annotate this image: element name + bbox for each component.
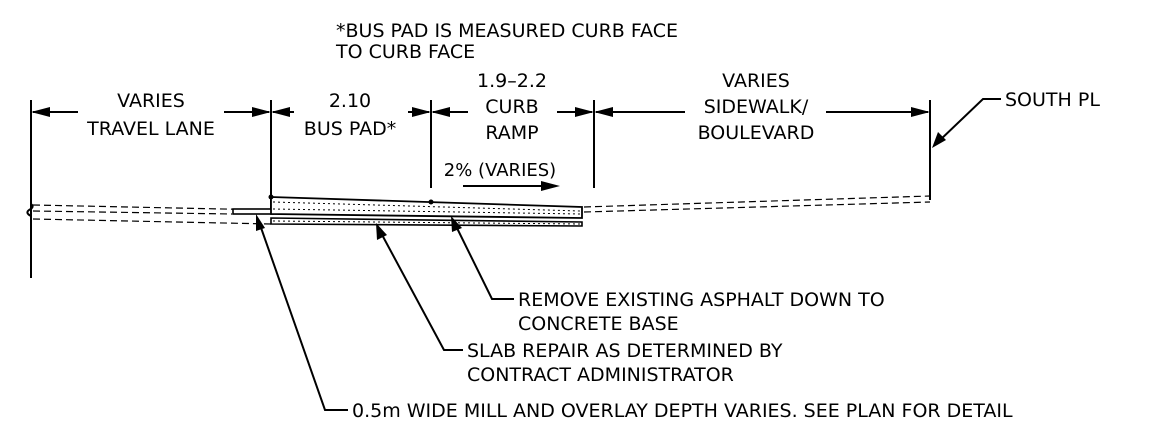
- travel-lane-label: TRAVEL LANE: [86, 118, 215, 140]
- curb-ramp-label-line2: RAMP: [485, 122, 538, 144]
- bus-pad-note-line1: *BUS PAD IS MEASURED CURB FACE: [336, 20, 678, 42]
- slab-repair-callout: SLAB REPAIR AS DETERMINED BY CONTRACT AD…: [376, 223, 783, 386]
- curb-ramp-value: 1.9–2.2: [477, 70, 547, 92]
- travel-lane-value: VARIES: [117, 90, 185, 112]
- road-cross-section: [26, 194, 931, 278]
- sidewalk-value: VARIES: [722, 70, 790, 92]
- mill-overlay-text: 0.5m WIDE MILL AND OVERLAY DEPTH VARIES.…: [352, 400, 1013, 422]
- property-line-label: SOUTH PL: [1005, 89, 1100, 111]
- bus-pad-slab: [270, 196, 583, 219]
- dimension-bus-pad: 2.10 BUS PAD*: [271, 90, 431, 140]
- bus-pad-value: 2.10: [329, 90, 371, 112]
- slab-repair-line1: SLAB REPAIR AS DETERMINED BY: [467, 340, 783, 362]
- dimension-curb-ramp: 1.9–2.2 CURB RAMP: [431, 70, 594, 144]
- mill-overlay-strip: [232, 208, 274, 215]
- remove-asphalt-line1: REMOVE EXISTING ASPHALT DOWN TO: [518, 289, 885, 311]
- sidewalk-label-line1: SIDEWALK/: [704, 96, 809, 118]
- curb-ramp-label-line1: CURB: [485, 96, 538, 118]
- remove-asphalt-callout: REMOVE EXISTING ASPHALT DOWN TO CONCRETE…: [451, 216, 885, 335]
- dimension-sidewalk-boulevard: VARIES SIDEWALK/ BOULEVARD: [594, 70, 930, 144]
- property-line-callout: SOUTH PL: [932, 89, 1100, 148]
- bus-pad-label: BUS PAD*: [304, 118, 396, 140]
- slab-repair-line2: CONTRACT ADMINISTRATOR: [467, 364, 734, 386]
- bus-pad-note-line2: TO CURB FACE: [335, 41, 475, 63]
- remove-asphalt-line2: CONCRETE BASE: [518, 313, 679, 335]
- mill-overlay-callout: 0.5m WIDE MILL AND OVERLAY DEPTH VARIES.…: [256, 214, 1013, 422]
- slope-label: 2% (VARIES): [444, 160, 556, 181]
- sidewalk-label-line2: BOULEVARD: [698, 122, 815, 144]
- slope-indicator: 2% (VARIES): [444, 160, 560, 191]
- dimension-travel-lane: VARIES TRAVEL LANE: [31, 90, 271, 140]
- concrete-base: [270, 217, 583, 227]
